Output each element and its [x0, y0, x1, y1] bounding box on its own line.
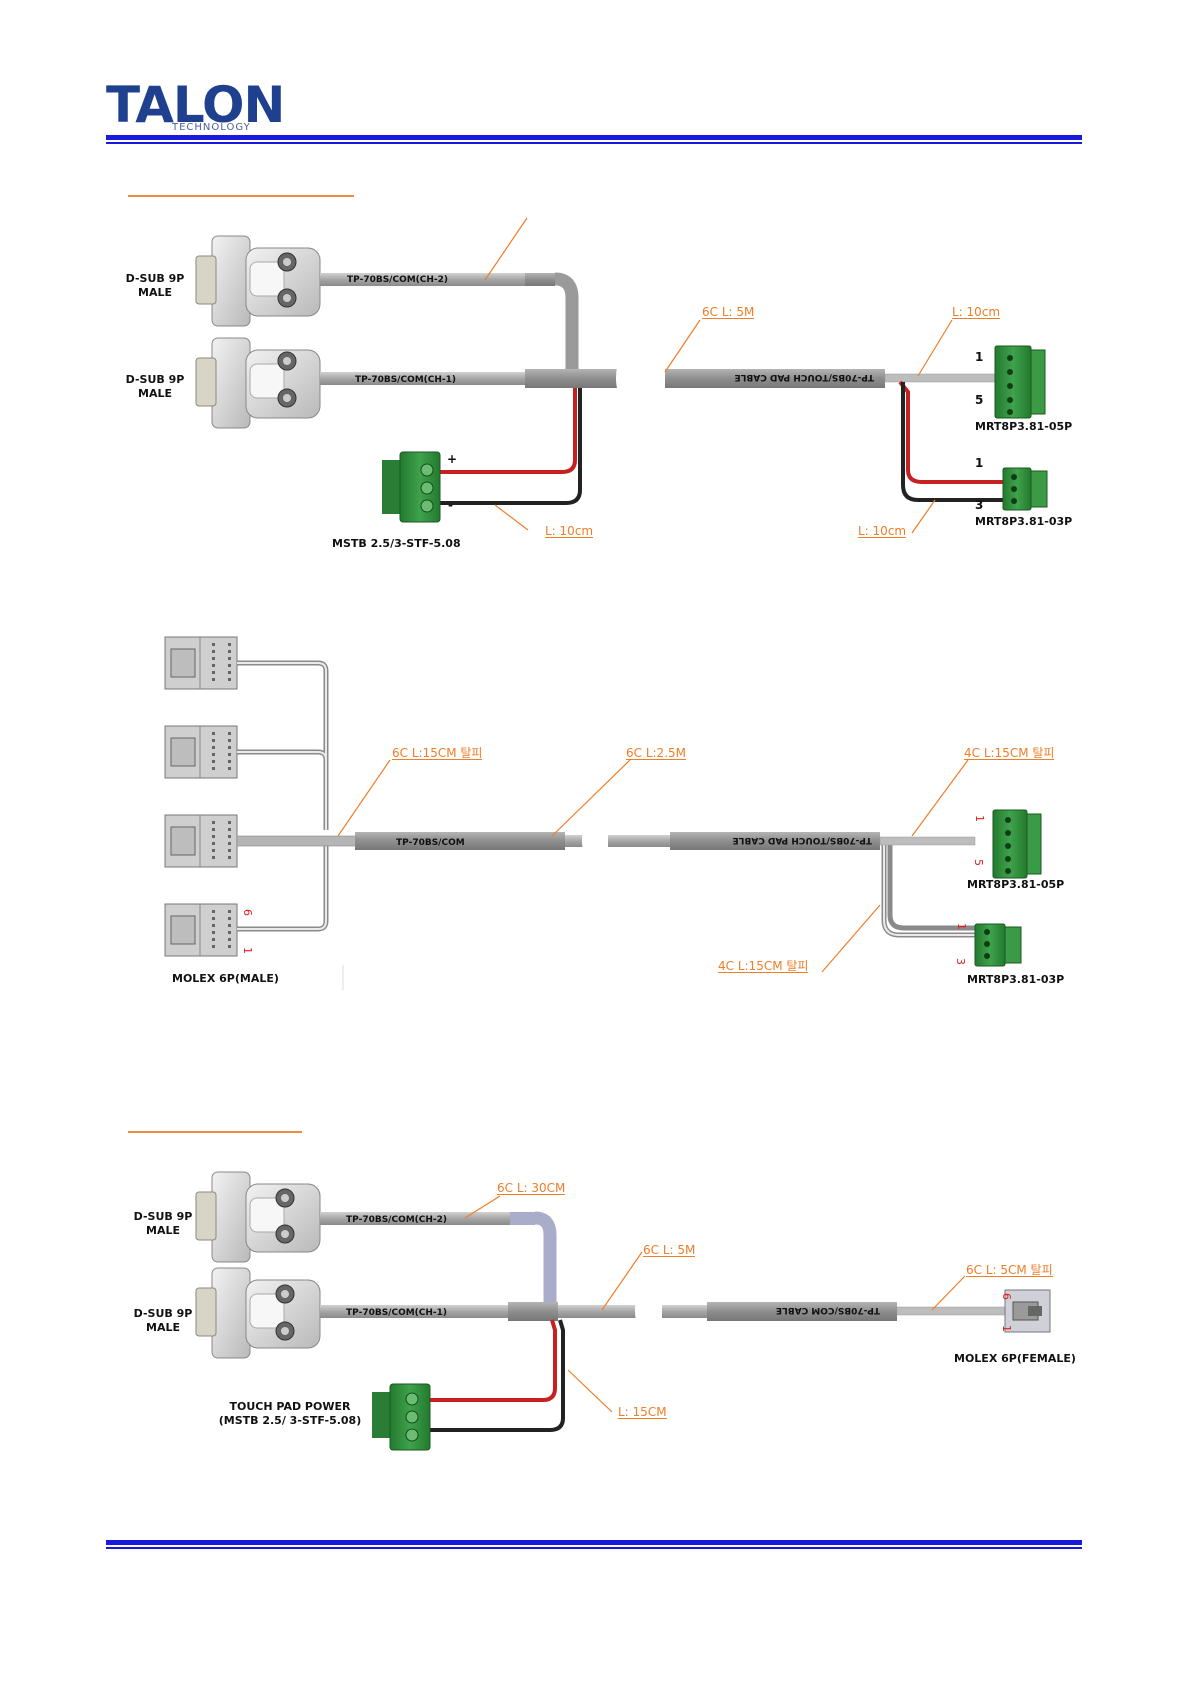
- conn5-pin-first: 1: [975, 350, 984, 364]
- diagram2-terminal-block-3p: [974, 923, 1022, 967]
- power-connector-label: MSTB 2.5/3-STF-5.08: [332, 537, 461, 550]
- power-minus-label: -: [448, 498, 453, 512]
- dsub-top-label: D-SUB 9P MALE: [125, 272, 185, 299]
- molex-connector-2: [164, 725, 238, 779]
- cable-label-ch2: TP-70BS/COM(CH-2): [347, 275, 448, 285]
- diagram3-main-cable-label: TP-70BS/COM CABLE: [776, 1305, 880, 1315]
- logo-subtext: TECHNOLOGY: [172, 122, 251, 133]
- d2-len-lower-label: 4C L:15CM 탈피: [718, 959, 809, 973]
- diagram3-cables: TP-70BS/COM(CH-2) TP-70BS/COM(CH-1) TP-7…: [320, 1211, 1010, 1432]
- diagram3-cable-ch1-label: TP-70BS/COM(CH-1): [346, 1308, 447, 1318]
- diagram2-main-cable-label: TP-70BS/TOUCH PAD CABLE: [733, 835, 873, 845]
- diagram3-leaders: [464, 1195, 966, 1413]
- molex-female-connector: [1004, 1289, 1051, 1333]
- d3-power-name: TOUCH PAD POWER (MSTB 2.5/ 3-STF-5.08): [218, 1400, 362, 1427]
- molex-connector-4: [164, 903, 238, 957]
- d3-molex-pin-bottom: 1: [1000, 1325, 1013, 1332]
- d3-molex-pin-top: 6: [1000, 1293, 1013, 1300]
- molex-connector-3: [164, 814, 238, 868]
- diagram2-cable-left-label: TP-70BS/COM: [396, 838, 465, 848]
- diagram2-leaders: [337, 759, 969, 973]
- diagram2-wires: [237, 660, 975, 938]
- d2-molex-pin-top: 6: [241, 909, 254, 916]
- section2-underline: [128, 1131, 302, 1133]
- d3-len-power-label: L: 15CM: [618, 1405, 667, 1419]
- power-terminal-block: [382, 451, 441, 523]
- d2-molex-name: MOLEX 6P(MALE): [172, 972, 279, 985]
- dsub-connector-top: [195, 235, 321, 327]
- d3-dsub-bottom-label: D-SUB 9P MALE: [133, 1307, 193, 1334]
- header-rule: [106, 135, 1082, 144]
- len-power-label: L: 10cm: [545, 524, 594, 538]
- terminal-block-3p: [1002, 467, 1048, 511]
- terminal-block-5p: [994, 345, 1046, 419]
- diagram1-cables: TP-70BS/COM(CH-2) TP-70BS/COM(CH-1) TP-7…: [320, 272, 1005, 505]
- diagram2: TP-70BS/COM TP-70BS/TOUCH PAD CABLE: [164, 636, 1042, 990]
- diagram2-main-cable: TP-70BS/COM TP-70BS/TOUCH PAD CABLE: [236, 824, 976, 858]
- d2-molex-pin-bottom: 1: [241, 947, 254, 954]
- dsub-bottom-label: D-SUB 9P MALE: [125, 373, 185, 400]
- d2-conn3-pin-first: 1: [955, 923, 968, 930]
- d3-len-main-label: 6C L: 5M: [643, 1243, 696, 1257]
- dsub-connector-bottom: [195, 337, 321, 429]
- cable-label-ch1: TP-70BS/COM(CH-1): [355, 375, 456, 385]
- len-right-label: L: 10cm: [952, 305, 1001, 319]
- conn3-pin-last: 3: [975, 498, 984, 512]
- d2-conn5-pin-last: 5: [972, 859, 985, 866]
- len-lower-right-label: L: 10cm: [858, 524, 907, 538]
- diagram1-leaders: [484, 217, 953, 534]
- molex-connector-1: [164, 636, 238, 690]
- d3-len-end-label: 6C L: 5CM 탈피: [966, 1263, 1053, 1277]
- d2-conn5-pin-first: 1: [973, 815, 986, 822]
- d2-len-main-label: 6C L:2.5M: [626, 746, 686, 760]
- diagram1: TP-70BS/COM(CH-2) TP-70BS/COM(CH-1) TP-7…: [195, 217, 1048, 534]
- d2-conn3-name: MRT8P3.81-03P: [967, 973, 1065, 986]
- d2-conn3-pin-last: 3: [954, 958, 967, 965]
- main-cable-label: TP-70BS/TOUCH PAD CABLE: [735, 372, 875, 382]
- diagram3: TP-70BS/COM(CH-2) TP-70BS/COM(CH-1) TP-7…: [195, 1171, 1051, 1451]
- conn3-name: MRT8P3.81-03P: [975, 515, 1073, 528]
- d2-conn5-name: MRT8P3.81-05P: [967, 878, 1065, 891]
- diagram3-cable-ch2-label: TP-70BS/COM(CH-2): [346, 1215, 447, 1225]
- power-plus-label: +: [447, 452, 458, 466]
- diagram2-terminal-block-5p: [992, 809, 1042, 879]
- d2-len-left-label: 6C L:15CM 탈피: [392, 746, 483, 760]
- conn3-pin-first: 1: [975, 456, 984, 470]
- d3-dsub-top-label: D-SUB 9P MALE: [133, 1210, 193, 1237]
- conn5-name: MRT8P3.81-05P: [975, 420, 1073, 433]
- footer-rule: [106, 1540, 1082, 1549]
- diagram3-dsub-top: [195, 1171, 321, 1263]
- conn5-pin-last: 5: [975, 393, 984, 407]
- d3-len-ch2-label: 6C L: 30CM: [497, 1181, 566, 1195]
- diagram3-power-terminal-block: [372, 1383, 431, 1451]
- d3-molex-female-name: MOLEX 6P(FEMALE): [954, 1352, 1076, 1365]
- section1-underline: [128, 195, 354, 197]
- len-main-label: 6C L: 5M: [702, 305, 755, 319]
- d2-len-right-label: 4C L:15CM 탈피: [964, 746, 1055, 760]
- diagram3-dsub-bottom: [195, 1267, 321, 1359]
